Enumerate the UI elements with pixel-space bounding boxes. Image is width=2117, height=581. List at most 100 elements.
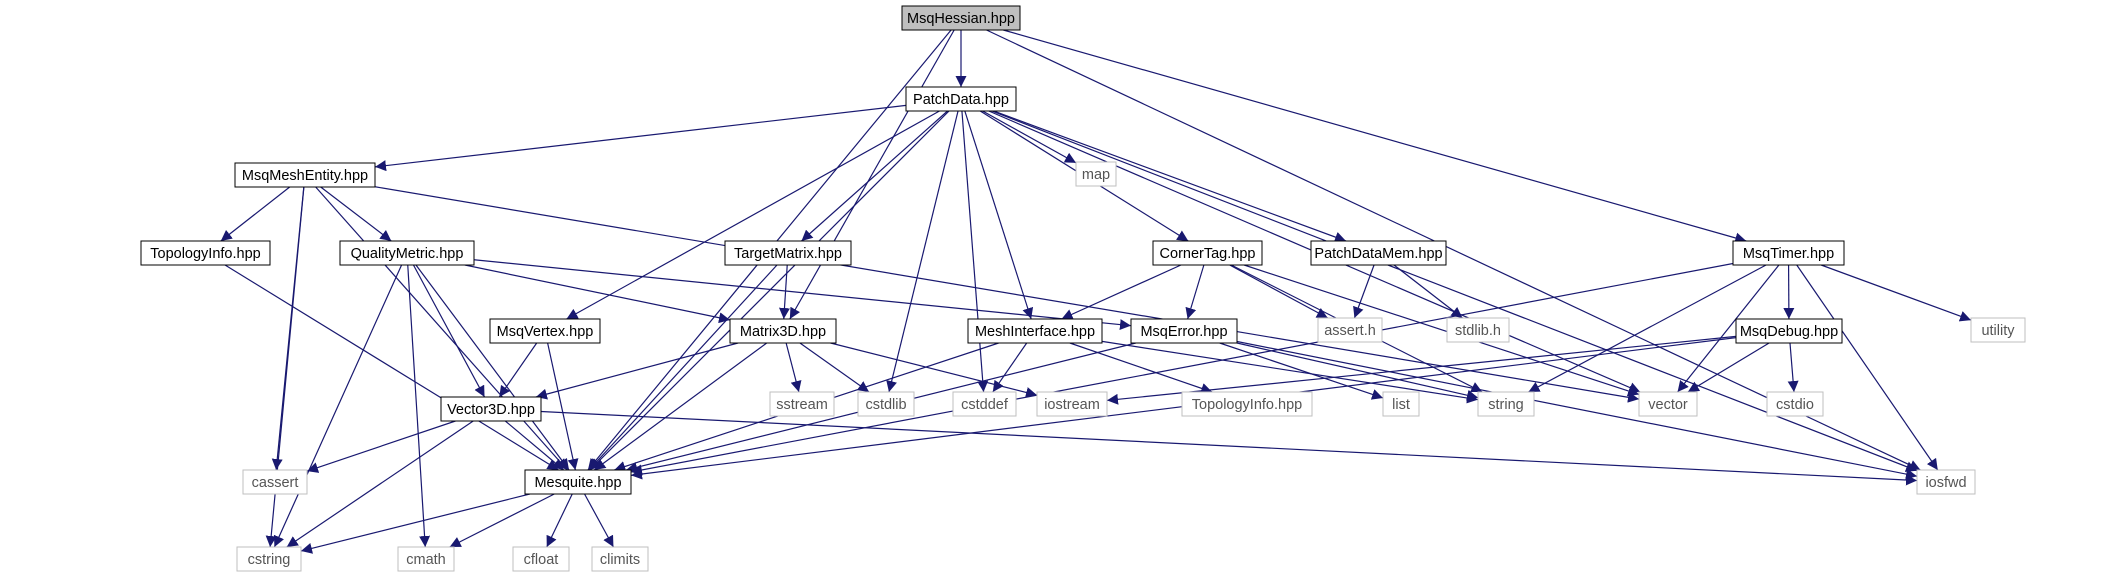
node-box: [140, 240, 271, 266]
node-box: [1317, 317, 1383, 343]
node-iosfwd: iosfwd: [1916, 469, 1976, 495]
node-label: TopologyInfo.hpp: [1192, 397, 1302, 413]
node-label: iosfwd: [1925, 475, 1966, 491]
node-box: [729, 318, 837, 344]
edge-patchdata-to-mesquite: [589, 110, 950, 471]
node-label: cassert: [252, 475, 299, 491]
edge-matrix3d-to-mesquite: [593, 342, 768, 471]
node-label: climits: [600, 552, 640, 568]
edge-cornertag-to-asserth: [1229, 264, 1329, 319]
edge-msqerror-to-string: [1236, 342, 1479, 401]
node-label: cfloat: [524, 552, 559, 568]
edge-mesquite-to-cfloat: [546, 493, 573, 548]
node-vector3d[interactable]: Vector3D.hpp: [440, 396, 542, 422]
node-msqmeshentity[interactable]: MsqMeshEntity.hpp: [234, 162, 376, 188]
node-box: [1477, 391, 1535, 417]
node-box: [1152, 240, 1263, 266]
node-msqhessian[interactable]: MsqHessian.hpp: [901, 5, 1021, 31]
node-box: [1130, 318, 1238, 344]
edge-vector3d-to-cassert: [306, 420, 456, 473]
node-label: MsqMeshEntity.hpp: [242, 168, 368, 184]
node-label: map: [1082, 167, 1110, 183]
node-box: [236, 546, 302, 572]
edge-meshinterface-to-string: [1101, 340, 1479, 404]
node-patchdatamem[interactable]: PatchDataMem.hpp: [1310, 240, 1447, 266]
node-box: [591, 546, 649, 572]
edge-patchdata-to-cstddef: [961, 110, 989, 393]
node-label: cstdio: [1776, 397, 1814, 413]
edge-patchdata-to-msqmeshentity: [374, 104, 907, 172]
edge-msqerror-to-iosfwd: [1236, 340, 1918, 480]
node-label: cstddef: [961, 397, 1009, 413]
node-label: TopologyInfo.hpp: [150, 246, 260, 262]
node-box: [397, 546, 455, 572]
edge-targetmatrix-to-matrix3d: [778, 264, 790, 320]
nodes: MsqHessian.hppPatchData.hppMsqMeshEntity…: [140, 5, 2026, 572]
edge-msqtimer-to-utility: [1820, 264, 1972, 322]
node-box: [1382, 391, 1420, 417]
node-msqvertex[interactable]: MsqVertex.hpp: [489, 318, 601, 344]
node-box: [1970, 317, 2026, 343]
node-box: [1916, 469, 1976, 495]
edge-mesquite-to-cstring: [300, 493, 530, 554]
edge-vector3d-to-cstring: [286, 420, 474, 548]
node-qualitymetric[interactable]: QualityMetric.hpp: [339, 240, 475, 266]
node-targetmatrix[interactable]: TargetMatrix.hpp: [724, 240, 852, 266]
node-meshinterface[interactable]: MeshInterface.hpp: [967, 318, 1103, 344]
edge-vector3d-to-iosfwd: [540, 410, 1918, 486]
node-box: [901, 5, 1021, 31]
edge-patchdata-to-patchdatamem: [993, 110, 1347, 243]
node-msqerror[interactable]: MsqError.hpp: [1130, 318, 1238, 344]
node-msqtimer[interactable]: MsqTimer.hpp: [1732, 240, 1845, 266]
node-label: string: [1488, 397, 1523, 413]
edge-matrix3d-to-vector3d: [535, 342, 739, 400]
node-box: [952, 391, 1017, 417]
edge-msqtimer-to-mesquite: [630, 262, 1734, 476]
node-topologyinfo[interactable]: TopologyInfo.hpp: [140, 240, 271, 266]
edge-msqdebug-to-cstdio: [1787, 342, 1799, 393]
node-label: PatchData.hpp: [913, 92, 1009, 108]
edge-meshinterface-to-cstddef: [992, 342, 1028, 393]
edge-msqtimer-to-vector: [1677, 264, 1780, 393]
node-string: string: [1477, 391, 1535, 417]
node-label: list: [1392, 397, 1410, 413]
edge-msqhessian-to-matrix3d: [789, 29, 955, 320]
edge-msqtimer-to-string: [1528, 264, 1767, 393]
node-iostream: iostream: [1036, 391, 1108, 417]
edge-cornertag-to-msqerror: [1185, 264, 1205, 320]
edge-patchdata-to-map: [982, 110, 1077, 164]
node-label: QualityMetric.hpp: [351, 246, 464, 262]
node-cornertag[interactable]: CornerTag.hpp: [1152, 240, 1263, 266]
node-cstddef: cstddef: [952, 391, 1017, 417]
edge-qualitymetric-to-msqerror: [473, 259, 1132, 331]
edge-msqvertex-to-mesquite: [547, 342, 579, 471]
node-msqdebug[interactable]: MsqDebug.hpp: [1735, 318, 1843, 344]
node-box: [905, 86, 1017, 112]
edge-topologyinfo-to-mesquite: [224, 264, 559, 471]
edge-patchdata-to-msqvertex: [566, 110, 940, 320]
edge-patchdatamem-to-stdlibh: [1393, 264, 1463, 319]
edge-msqdebug-to-vector: [1687, 342, 1770, 393]
edge-msqhessian-to-iosfwd: [986, 29, 1921, 471]
edge-mesquite-to-climits: [584, 493, 614, 548]
node-box: [769, 391, 835, 417]
node-box: [440, 396, 542, 422]
node-box: [1766, 391, 1824, 417]
edge-msqmeshentity-to-qualitymetric: [320, 186, 392, 242]
node-utility: utility: [1970, 317, 2026, 343]
node-list: list: [1382, 391, 1420, 417]
node-box: [524, 469, 632, 495]
node-box: [857, 391, 915, 417]
node-label: iostream: [1044, 397, 1100, 413]
node-mesquite[interactable]: Mesquite.hpp: [524, 469, 632, 495]
node-asserth: assert.h: [1317, 317, 1383, 343]
edge-qualitymetric-to-cstring: [273, 264, 403, 548]
node-patchdata[interactable]: PatchData.hpp: [905, 86, 1017, 112]
node-stdlibh: stdlib.h: [1446, 317, 1510, 343]
edge-patchdatamem-to-asserth: [1353, 264, 1375, 319]
node-matrix3d[interactable]: Matrix3D.hpp: [729, 318, 837, 344]
node-box: [1036, 391, 1108, 417]
node-label: Matrix3D.hpp: [740, 324, 826, 340]
node-cstring: cstring: [236, 546, 302, 572]
node-box: [1075, 161, 1117, 187]
